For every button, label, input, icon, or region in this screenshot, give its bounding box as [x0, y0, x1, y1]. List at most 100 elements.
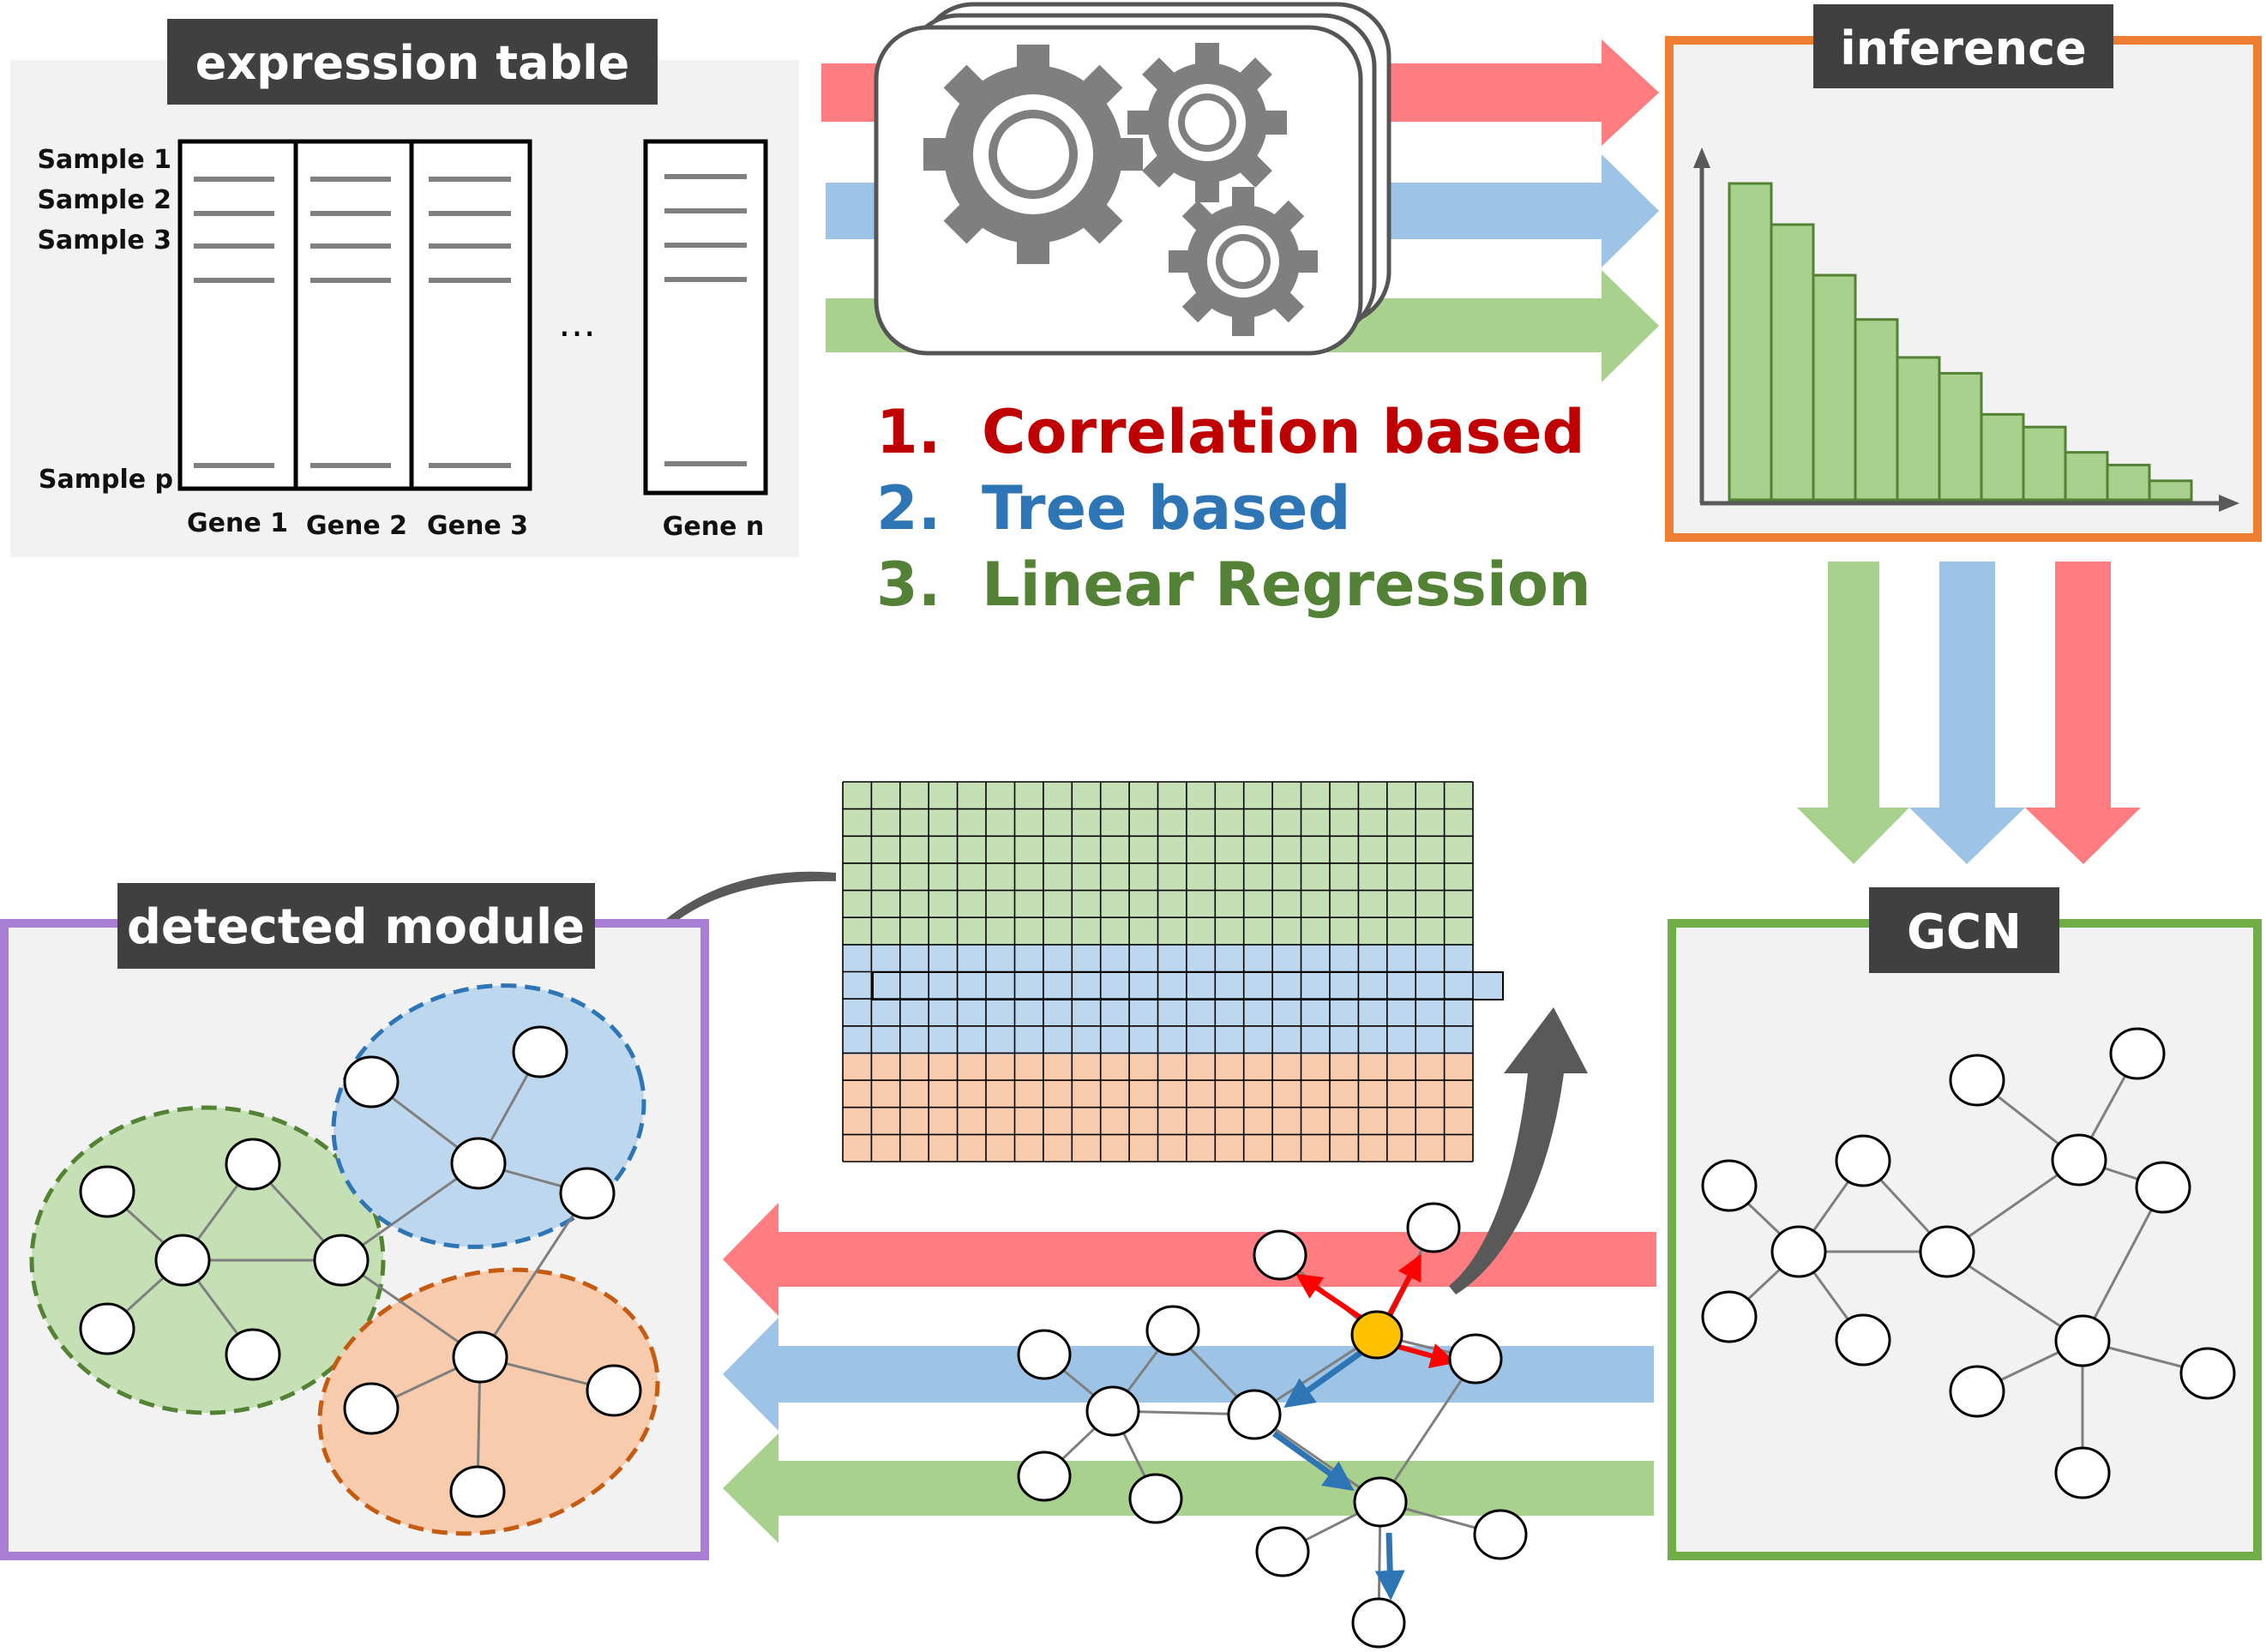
- bottom-method-arrows: [723, 1203, 1656, 1543]
- gcn-panel: GCN: [1668, 887, 2262, 1560]
- method-1-label: Correlation based: [982, 397, 1585, 467]
- inference-title-box: [1813, 4, 2113, 88]
- gcn-node: [1770, 1225, 1827, 1278]
- gene-column-3: [409, 139, 532, 491]
- network-node: [1017, 1329, 1072, 1380]
- gcn-title-box: [1869, 887, 2059, 973]
- module-node: [225, 1328, 281, 1381]
- method-3-label: Linear Regression: [982, 550, 1591, 620]
- module-node: [343, 1382, 400, 1435]
- module-node: [79, 1165, 135, 1218]
- module-node: [313, 1234, 370, 1287]
- module-node: [450, 1137, 507, 1190]
- inference-y-axis-arrowhead: [1693, 147, 1710, 168]
- gene-column-n: [643, 139, 768, 496]
- module-node: [449, 1465, 506, 1518]
- method-list: 1. Correlation based 2. Tree based 3. Li…: [876, 397, 1591, 620]
- inference-to-gcn-arrows: [1797, 562, 2141, 864]
- expression-table-title: expression table: [195, 36, 630, 90]
- network-node: [1473, 1509, 1528, 1560]
- gear-large-icon: [923, 45, 1143, 264]
- network-node: [1085, 1385, 1140, 1437]
- sample-label-2: Sample 2: [37, 185, 171, 215]
- inference-bar: [1938, 371, 1983, 502]
- module-assignment-matrix: [842, 781, 1504, 1162]
- network-node: [1227, 1389, 1282, 1440]
- inference-panel: inference: [1665, 4, 2262, 542]
- green-arrow-bottom: [723, 1433, 1654, 1543]
- gear-small-icon: [1169, 187, 1318, 336]
- gcn-node: [2135, 1161, 2191, 1214]
- gcn-node: [2054, 1314, 2111, 1367]
- bottom-network: [1017, 1202, 1528, 1649]
- cluster-orange: [317, 1267, 660, 1536]
- gcn-node: [1835, 1313, 1891, 1367]
- matrix-offset-row: [873, 972, 1503, 1000]
- inference-bar: [1812, 273, 1857, 502]
- inference-bar: [2148, 479, 2193, 502]
- inference-bar: [1854, 318, 1899, 502]
- gcn-node: [2051, 1133, 2107, 1186]
- green-arrow-down: [1797, 562, 1909, 864]
- detected-module-title: detected module: [127, 899, 585, 955]
- sample-label-1: Sample 1: [37, 145, 171, 175]
- sample-label-p: Sample p: [39, 465, 173, 495]
- gcn-node: [2179, 1347, 2236, 1400]
- expression-table-title-box: [167, 19, 658, 105]
- gene-label-n: Gene n: [663, 512, 764, 542]
- sample-label-3: Sample 3: [37, 225, 171, 255]
- gene-column-1: [177, 139, 298, 491]
- network-node: [1351, 1597, 1406, 1649]
- gcn-node: [1949, 1054, 2005, 1107]
- detected-module-panel: detected module: [0, 883, 709, 1560]
- network-node: [1017, 1451, 1072, 1502]
- module-node: [79, 1302, 135, 1355]
- module-node: [154, 1234, 211, 1287]
- inference-bar: [2106, 463, 2151, 502]
- inference-bar: [1728, 182, 1773, 502]
- expression-table-panel: Sample 1 Sample 2 Sample 3 Sample p Gene…: [10, 19, 799, 557]
- gcn-node: [1701, 1159, 1758, 1212]
- inference-bar: [1770, 223, 1815, 502]
- blue-arrow-down: [1909, 562, 2025, 864]
- network-node: [1406, 1202, 1461, 1253]
- gene-label-1: Gene 1: [187, 508, 288, 538]
- gene-label-2: Gene 2: [306, 511, 407, 541]
- inference-bar: [1980, 412, 2025, 502]
- network-node: [1353, 1476, 1408, 1528]
- gcn-node: [1919, 1225, 1975, 1278]
- module-node: [225, 1138, 281, 1191]
- gcn-node: [2109, 1027, 2166, 1080]
- module-node: [343, 1055, 400, 1108]
- gcn-title: GCN: [1907, 904, 2022, 960]
- gear-medium-icon: [1127, 43, 1287, 202]
- gcn-node: [2054, 1446, 2111, 1499]
- gcn-node: [1949, 1365, 2005, 1418]
- method-3-number: 3.: [876, 550, 941, 620]
- method-1-number: 1.: [876, 397, 941, 467]
- module-node: [452, 1331, 508, 1384]
- method-2-number: 2.: [876, 473, 941, 544]
- network-node: [1255, 1526, 1310, 1577]
- gcn-node: [1835, 1134, 1891, 1187]
- inference-bar: [2064, 451, 2109, 502]
- inference-bar: [2022, 425, 2067, 502]
- network-node: [1128, 1473, 1183, 1524]
- detected-module-title-box: [117, 883, 595, 969]
- inference-bar-chart: [1728, 182, 2193, 502]
- gene-column-2: [293, 139, 414, 491]
- gene-label-3: Gene 3: [427, 511, 528, 541]
- module-node: [586, 1364, 642, 1417]
- gcn-network: [1701, 1027, 2236, 1499]
- inference-title: inference: [1840, 21, 2086, 75]
- curved-arrow-up: [1449, 1007, 1588, 1295]
- red-arrow-bottom: [723, 1203, 1656, 1316]
- red-arrow-down: [2025, 562, 2141, 864]
- network-node: [1253, 1229, 1307, 1281]
- method-2-label: Tree based: [982, 473, 1351, 544]
- module-node: [512, 1025, 568, 1078]
- inference-x-axis-arrowhead: [2219, 495, 2239, 512]
- network-node: [1145, 1305, 1200, 1356]
- inference-bar: [1896, 356, 1941, 502]
